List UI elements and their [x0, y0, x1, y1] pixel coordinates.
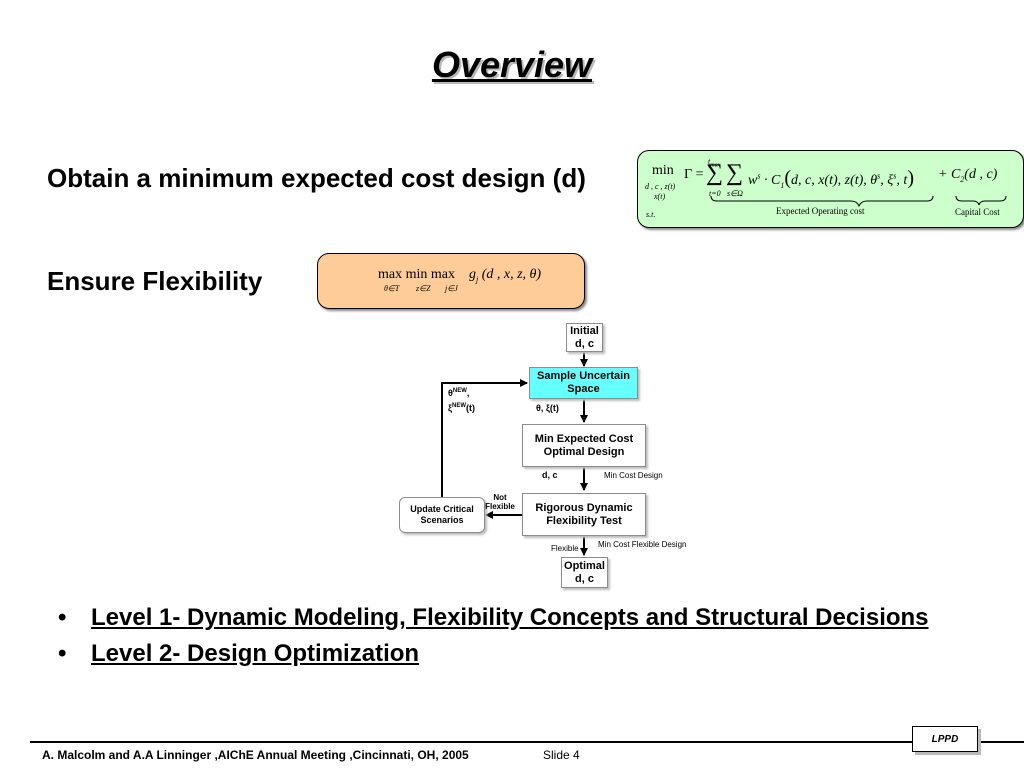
label-min-cost-design: Min Cost Design: [604, 471, 663, 480]
subject-to-label: s.t.: [646, 210, 656, 219]
bullet-marker: •: [58, 604, 67, 631]
z-in-Z-subscript: z∈Z: [416, 284, 431, 293]
arrow-update-to-sample: [441, 379, 528, 497]
rigorous-line2: Flexibility Test: [546, 514, 622, 527]
slide-title: Overview: [431, 44, 593, 85]
min-subscript: d , c , z(t): [645, 182, 676, 191]
sum2-symbol: ∑: [726, 160, 744, 186]
flexibility-equation-box: max min max θ∈T z∈Z j∈J gj (d , x, z, θ): [317, 253, 585, 309]
bullet-marker: •: [58, 640, 67, 667]
sample-line2: Space: [567, 383, 600, 395]
not-flexible-line2: Flexible: [485, 502, 515, 511]
optimal-line1: Optimal: [564, 559, 605, 572]
sum1-lower-limit: t=0: [709, 189, 721, 198]
cost-underbraces: [710, 195, 1007, 208]
bullet-text: Level 1- Dynamic Modeling, Flexibility C…: [91, 604, 929, 631]
update-line1: Update Critical: [410, 504, 474, 514]
lppd-logo: LPPD: [912, 726, 978, 752]
max-min-max-operators: max min max: [378, 267, 455, 282]
feasibility-function: gj (d , x, z, θ): [469, 267, 542, 284]
sum1-symbol: ∑: [706, 160, 724, 186]
footer-citation: A. Malcolm and A.A Linninger ,AIChE Annu…: [42, 748, 469, 762]
initial-line1: Initial: [570, 324, 599, 337]
heading-minimum-cost: Obtain a minimum expected cost design (d…: [47, 163, 586, 193]
sample-line1: Sample Uncertain: [537, 370, 630, 382]
expected-operating-cost-label: Expected Operating cost: [776, 206, 865, 216]
sum1-upper-limit: tmax: [708, 157, 721, 169]
j-in-J-subscript: j∈J: [445, 284, 458, 293]
optimal-line2: d, c: [575, 572, 594, 585]
bullet-text: Level 2- Design Optimization: [91, 640, 420, 667]
initial-line2: d, c: [575, 337, 594, 350]
heading-ensure-flexibility: Ensure Flexibility: [47, 266, 263, 296]
bullet-list: • Level 1- Dynamic Modeling, Flexibility…: [58, 605, 958, 677]
not-flexible-line1: Not: [493, 493, 507, 502]
label-dc: d, c: [542, 470, 558, 480]
label-flexible: Flexible: [551, 544, 579, 553]
label-min-cost-flexible-design: Min Cost Flexible Design: [598, 540, 687, 549]
sum2-lower-limit: s∈Ω: [727, 189, 743, 198]
update-line2: Scenarios: [420, 515, 464, 525]
label-theta-xi: θ, ξ(t): [536, 403, 559, 413]
mincost-line2: Optimal Design: [543, 445, 625, 458]
capital-cost-label: Capital Cost: [955, 207, 1000, 217]
bullet-item: • Level 1- Dynamic Modeling, Flexibility…: [58, 605, 958, 631]
min-operator: min: [652, 163, 674, 178]
rigorous-line1: Rigorous Dynamic: [535, 501, 633, 514]
label-theta-xi-new: θNEW, ξNEW(t): [448, 388, 476, 413]
footer-rule: [30, 741, 1024, 743]
mincost-line1: Min Expected Cost: [534, 432, 634, 445]
capital-cost-expression: + C2(d , c): [938, 167, 998, 184]
theta-in-T-subscript: θ∈T: [384, 284, 400, 293]
bullet-item: • Level 2- Design Optimization: [58, 641, 958, 667]
min-subscript-2: x(t): [654, 192, 666, 201]
operating-cost-expression: ws · C1(d, c, x(t), z(t), θs, ξs, t): [748, 167, 914, 190]
slide-number: Slide 4: [543, 748, 580, 762]
gamma-equals: Γ =: [684, 167, 704, 182]
